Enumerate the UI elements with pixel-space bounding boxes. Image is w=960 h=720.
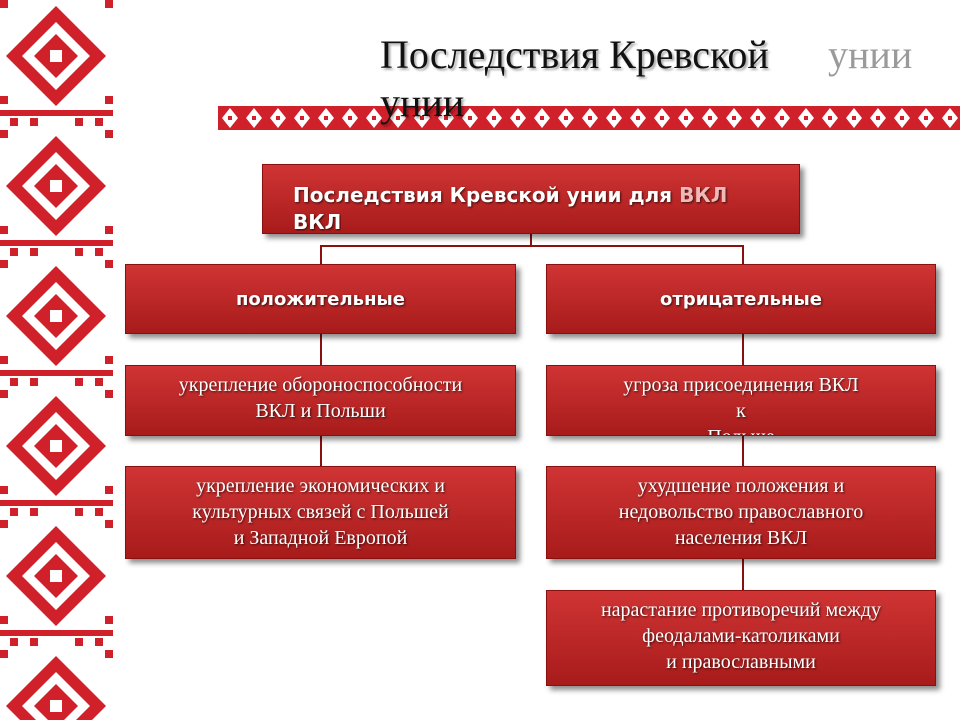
negative-item-node: ухудшение положения и недовольство право… [546, 466, 936, 559]
negative-item-line: ухудшение положения и [547, 473, 935, 499]
band-pattern [218, 103, 960, 133]
root-node-label: Последствия Кревской унии для [293, 183, 672, 207]
positive-item-line: культурных связей с Польшей [126, 499, 515, 525]
negative-item-line: угроза присоединения ВКЛ [547, 372, 935, 398]
positive-item-node: укрепление экономических и культурных св… [125, 466, 516, 559]
negative-category-label: отрицательные [660, 289, 822, 310]
ornament-pattern [0, 0, 113, 720]
negative-item-line: недовольство православного [547, 499, 935, 525]
positive-item-node: укрепление обороноспособности ВКЛ и Поль… [125, 365, 516, 436]
connector-horizontal [320, 245, 743, 247]
positive-category-node: положительные [125, 264, 516, 334]
positive-item-line: и Западной Европой [126, 525, 515, 551]
slide-title-line2: унии [380, 78, 464, 128]
negative-item-line: феодалами-католиками [547, 623, 935, 649]
root-node-label-line2: ВКЛ [293, 209, 341, 231]
negative-item-line: Польше [547, 424, 935, 436]
positive-item-line: укрепление обороноспособности [126, 372, 515, 398]
negative-item-line: к [547, 398, 935, 424]
negative-item-node: нарастание противоречий между феодалами-… [546, 590, 936, 686]
root-node-label-ghost: ВКЛ [679, 183, 727, 207]
slide-title-ghost: унии [828, 30, 912, 80]
root-node: Последствия Кревской унии для ВКЛ ВКЛ [262, 164, 800, 234]
positive-item-line: укрепление экономических и [126, 473, 515, 499]
negative-item-line: населения ВКЛ [547, 525, 935, 551]
left-ornament-border [0, 0, 113, 720]
connector-left-down [320, 245, 322, 264]
negative-category-node: отрицательные [546, 264, 936, 334]
positive-item-line: ВКЛ и Польши [126, 398, 515, 424]
negative-item-line: и православными [547, 649, 935, 675]
title-ornament-band [218, 103, 960, 133]
negative-item-line: нарастание противоречий между [547, 597, 935, 623]
connector-right-down [742, 245, 744, 264]
positive-category-label: положительные [236, 289, 405, 310]
negative-item-node: угроза присоединения ВКЛ к Польше [546, 365, 936, 436]
